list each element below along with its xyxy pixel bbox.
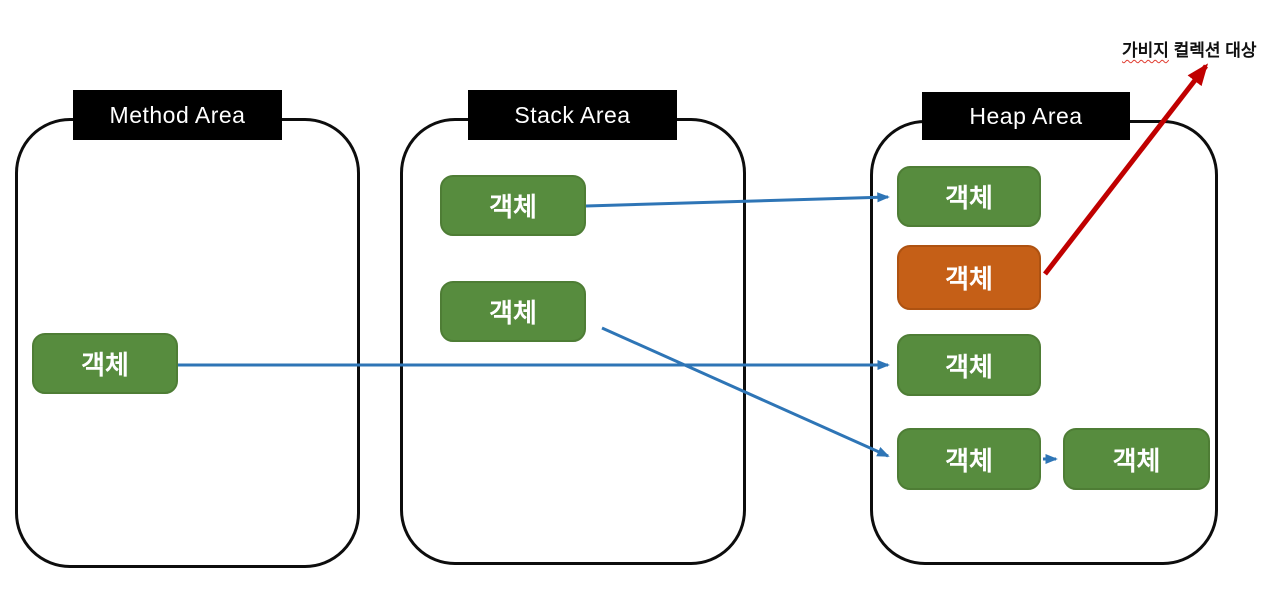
method-area-header: Method Area (73, 90, 282, 140)
heap-area-title: Heap Area (969, 102, 1083, 129)
heap-object-2-label: 객체 (945, 264, 993, 294)
stack-object-node-2: 객체 (440, 281, 586, 342)
gc-label-word-squiggle: 가비지 (1122, 41, 1169, 60)
method-area-title: Method Area (109, 101, 246, 128)
stack-area-title: Stack Area (514, 101, 631, 128)
stack-object-node-1: 객체 (440, 175, 586, 236)
stack-object-2-label: 객체 (489, 298, 537, 328)
gc-label-rest: 컬렉션 대상 (1168, 41, 1257, 60)
heap-object-node-1: 객체 (897, 166, 1041, 227)
heap-object-node-3: 객체 (897, 334, 1041, 396)
heap-object-4-label: 객체 (945, 445, 993, 476)
heap-object-node-4: 객체 (897, 428, 1041, 490)
stack-object-1-label: 객체 (489, 192, 537, 222)
method-object-node: 객체 (32, 333, 178, 394)
heap-object-5-label: 객체 (1112, 445, 1161, 476)
heap-object-1-label: 객체 (945, 183, 993, 213)
method-object-label: 객체 (81, 350, 129, 380)
heap-object-node-2-garbage: 객체 (897, 245, 1041, 310)
stack-area-header: Stack Area (468, 90, 677, 140)
heap-object-3-label: 객체 (945, 351, 993, 382)
garbage-collection-target-label: 가비지 컬렉션 대상 (1122, 36, 1280, 61)
heap-object-node-5: 객체 (1063, 428, 1210, 490)
heap-area-header: Heap Area (922, 92, 1130, 140)
